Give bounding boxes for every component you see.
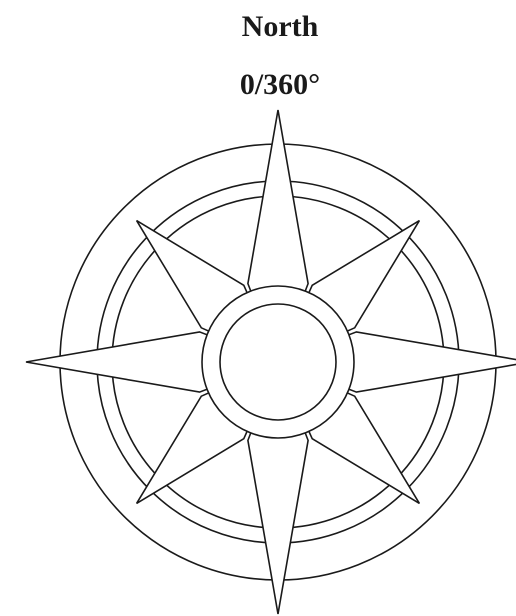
hub-inner-circle [220, 304, 336, 420]
